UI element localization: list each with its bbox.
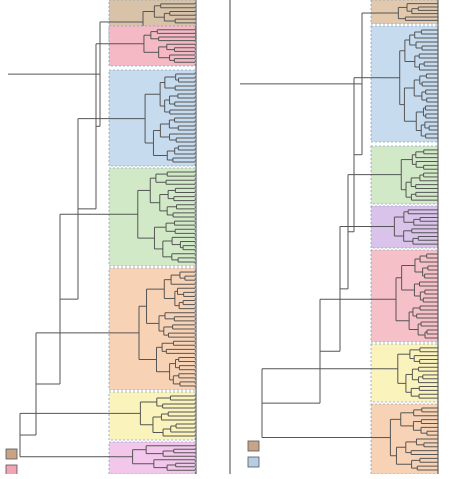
- clade-highlight-box: [370, 343, 439, 403]
- right-tree-panel: [229, 0, 439, 475]
- legend-swatch: [247, 456, 260, 468]
- clade-highlight-box: [108, 441, 196, 475]
- left-tree-panel: [5, 0, 197, 476]
- legend-swatch: [247, 440, 260, 452]
- clade-highlight-box: [108, 25, 196, 67]
- clade-highlight-box: [370, 249, 439, 343]
- legend-swatch: [5, 464, 18, 476]
- legend-swatch: [5, 448, 18, 460]
